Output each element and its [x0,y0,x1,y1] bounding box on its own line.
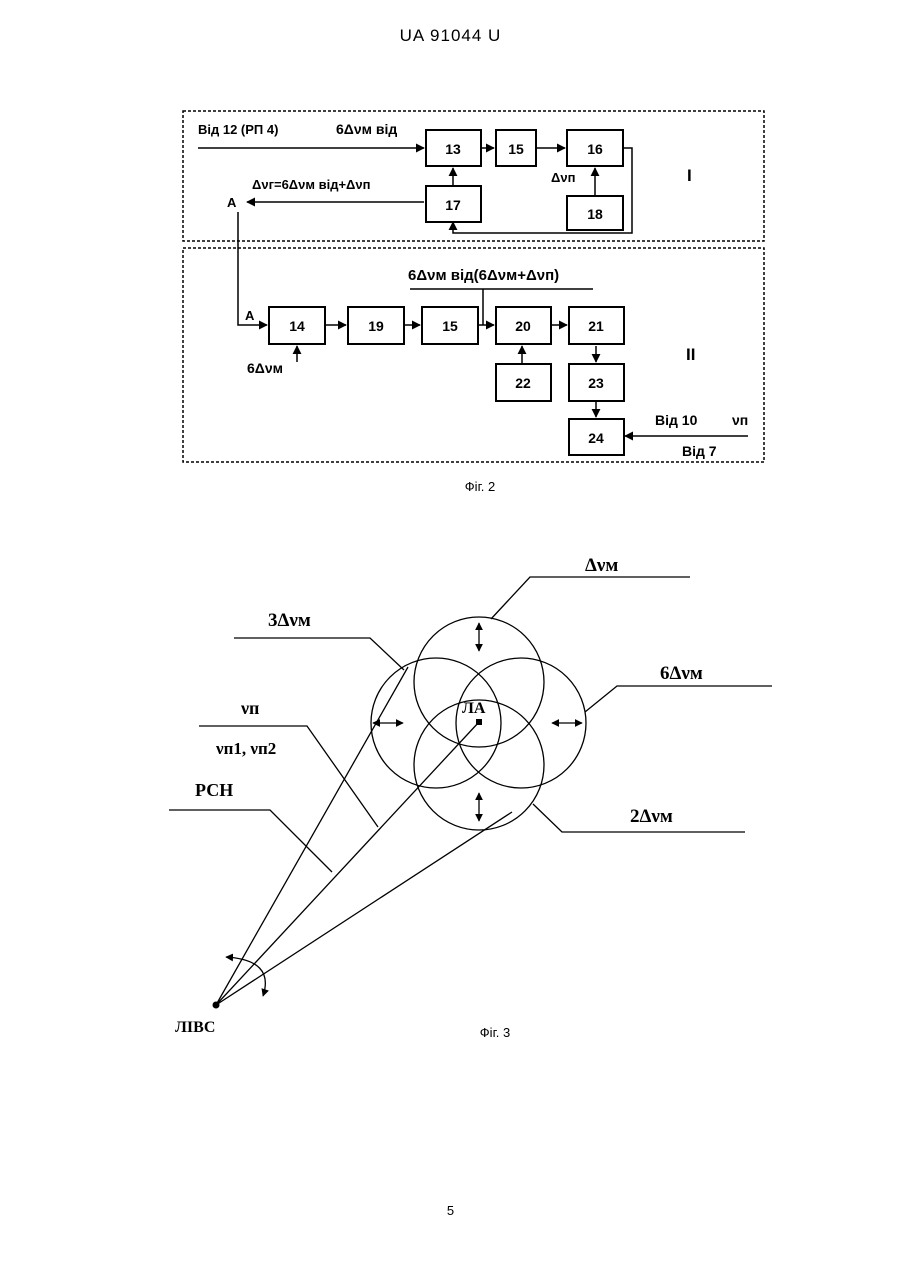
label-vp: νп [240,698,259,718]
svg-text:14: 14 [289,318,305,334]
svg-text:19: 19 [368,318,384,334]
block-21: 21 [569,307,624,344]
fig2-block-diagram: 13 15 16 17 18 14 19 15 20 21 22 23 24 В… [183,111,764,494]
fig2-caption: Фіг. 2 [465,479,495,494]
block-15-section-1: 15 [496,130,536,166]
fig3-geometry-diagram: Δνм 3Δνм 6Δνм ЛА νп νп1, νп2 РСН 2Δνм ЛІ… [169,555,772,1040]
label-3-delta-vm: 3Δνм [268,610,311,631]
livs-point [213,1002,220,1009]
delta-vp-label: Δνп [551,170,575,185]
svg-text:15: 15 [508,141,524,157]
svg-text:18: 18 [587,206,603,222]
block-22: 22 [496,364,551,401]
svg-text:24: 24 [588,430,604,446]
block-20: 20 [496,307,551,344]
label-rsn: РСН [195,780,233,800]
block-16: 16 [567,130,623,166]
block-18: 18 [567,196,623,230]
aircraft-point [476,719,482,725]
label-vp1-vp2: νп1, νп2 [215,739,276,758]
label-delta-vm: Δνм [585,555,618,576]
label-la: ЛА [462,700,486,717]
block-14: 14 [269,307,325,344]
from-7-label: Від 7 [682,443,717,459]
svg-text:21: 21 [588,318,604,334]
label-6-delta-vm: 6Δνм [660,663,703,684]
block-13: 13 [426,130,481,166]
block-15-section-2: 15 [422,307,478,344]
block-23: 23 [569,364,624,401]
page-number: 5 [0,1203,901,1218]
svg-text:20: 20 [515,318,531,334]
block-17: 17 [426,186,481,222]
block-24: 24 [569,419,624,455]
input-source-label: Від 12 (РП 4) [198,122,278,137]
svg-text:23: 23 [588,375,604,391]
section-2-label: II [686,345,695,364]
section-1-label: I [687,166,692,185]
svg-text:17: 17 [445,197,461,213]
input-frequency-label: 6Δνм від [336,121,397,137]
feedback-formula-label: Δνг=6Δνм від+Δνп [252,177,371,192]
svg-text:22: 22 [515,375,531,391]
label-2-delta-vm: 2Δνм [630,806,673,827]
bus-formula-label: 6Δνм від(6Δνм+Δνп) [408,267,559,284]
from-10-label: Від 10 [655,412,698,428]
block-14-input-label: 6Δνм [247,360,283,376]
fig3-caption: Фіг. 3 [480,1025,510,1040]
label-livs: ЛІВС [175,1019,215,1036]
svg-text:16: 16 [587,141,603,157]
node-a-bottom: A [245,308,255,323]
vp-input-label: νп [732,412,748,428]
node-a-top: A [227,195,237,210]
svg-text:15: 15 [442,318,458,334]
svg-text:13: 13 [445,141,461,157]
block-19: 19 [348,307,404,344]
